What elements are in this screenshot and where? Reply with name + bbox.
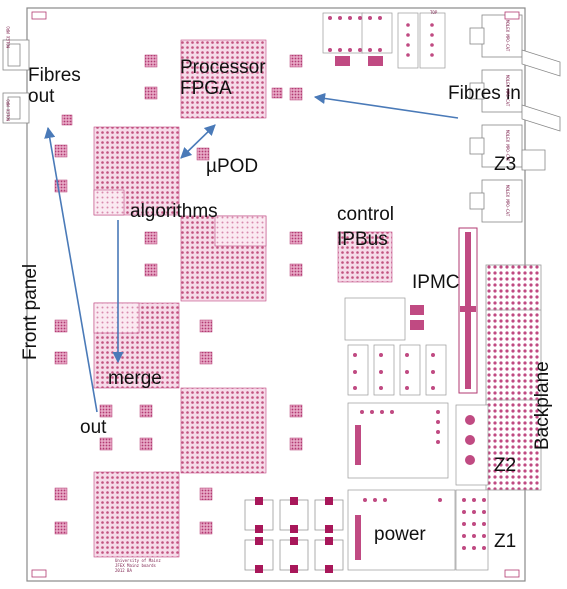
- silkscreen-line-1: University of Mainz: [115, 558, 161, 563]
- ipbus-line: IPBus: [337, 229, 388, 250]
- merge-label: merge: [108, 368, 162, 389]
- power-label: power: [374, 524, 426, 545]
- z1-label: Z1: [494, 531, 517, 552]
- z2-label: Z2: [494, 455, 517, 476]
- fpga-line: FPGA: [180, 78, 232, 99]
- arrow-fibres-in-to-processor: [313, 92, 459, 119]
- ipmc-label: IPMC: [412, 272, 460, 293]
- upod-label: µPOD: [206, 156, 259, 177]
- silkscreen-maker: University of Mainz JFEX Mainz boards 20…: [115, 558, 161, 573]
- fibres-in-label: Fibres in: [448, 83, 521, 104]
- silkscreen-connector-5: MOLEX MPO-CAT: [505, 130, 510, 162]
- silkscreen-connector-6: MOLEX MPO-CAT: [505, 185, 510, 217]
- front-panel-label: Front panel: [20, 263, 41, 360]
- silkscreen-connector-4: MOLEX MPO-CAT: [505, 75, 510, 107]
- processor-fpga: [180, 39, 267, 119]
- out-label: out: [80, 417, 107, 438]
- ipmc-connector: [458, 227, 478, 394]
- backplane-label: Backplane: [532, 361, 553, 450]
- rear-fibre-connectors: [469, 14, 561, 223]
- fibres-out-line-1: Fibres: [28, 65, 81, 86]
- small-pads: [54, 54, 303, 535]
- top-pin-rows: [328, 16, 434, 57]
- silkscreen-line-3: 2012 BA: [115, 568, 132, 573]
- fibres-out-label: Fibres out: [28, 65, 81, 107]
- power-regulator-area: [344, 297, 489, 571]
- algorithm-fpga-4: [180, 387, 267, 474]
- silkscreen-top: TOP: [430, 10, 438, 15]
- silkscreen-connector-3: MOLEX MPO-CAT: [505, 20, 510, 52]
- front-panel-fibre-connectors: [2, 39, 30, 124]
- arrow-processor-to-algorithms: [180, 124, 216, 159]
- arrow-out-to-fibres-out: [44, 126, 98, 413]
- control-ipbus-label: control IPBus: [337, 204, 394, 250]
- signal-arrows: [44, 92, 459, 413]
- regulator-pads: [353, 305, 475, 560]
- inductor-pads: [255, 497, 333, 573]
- silkscreen-connector-2: MOLEX MPO: [6, 99, 11, 121]
- silkscreen-connector-1: MOLEX MPO: [6, 26, 11, 48]
- z1-pin-field: [462, 498, 486, 550]
- backplane-connector: [485, 264, 542, 491]
- processor-fpga-label: Processor FPGA: [180, 57, 266, 99]
- top-right-components: [322, 12, 446, 69]
- z3-label: Z3: [494, 154, 517, 175]
- algorithms-label: algorithms: [130, 201, 218, 222]
- fpga-footprints: [93, 39, 267, 558]
- processor-line: Processor: [180, 57, 266, 78]
- algorithm-fpga-5: [93, 471, 180, 558]
- corner-marks: [31, 11, 520, 578]
- control-line: control: [337, 204, 395, 225]
- silkscreen-line-2: JFEX Mainz boards: [115, 563, 156, 568]
- control-ipbus-block: [337, 231, 393, 283]
- fibres-out-line-2: out: [28, 86, 55, 107]
